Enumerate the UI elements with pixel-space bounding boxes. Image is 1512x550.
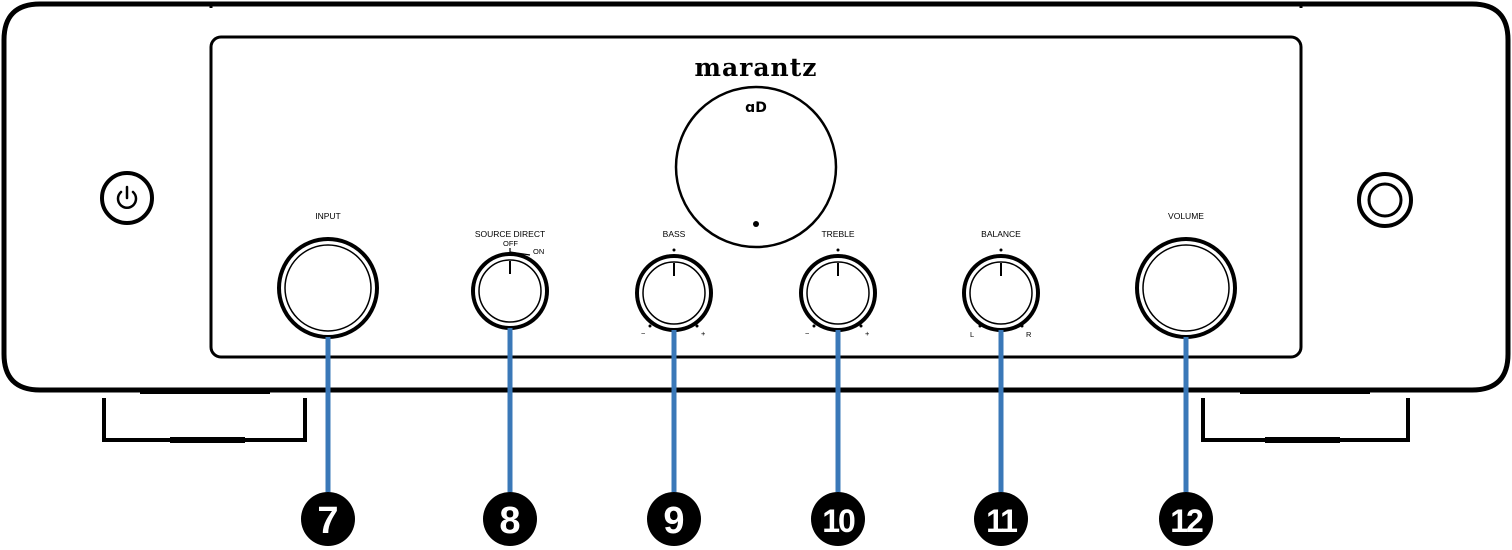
- treble-minus-label: −: [805, 329, 810, 338]
- callout-12-number: 12: [1170, 503, 1203, 539]
- balance-knob[interactable]: [962, 254, 1040, 332]
- source-direct-label: SOURCE DIRECT: [475, 229, 545, 239]
- callout-9-number: 9: [663, 500, 684, 542]
- treble-min-dot: [812, 324, 816, 328]
- treble-control: TREBLE − +: [799, 229, 877, 338]
- bass-min-dot: [648, 324, 652, 328]
- callout-7: 7: [301, 492, 355, 546]
- input-control: INPUT: [277, 211, 379, 339]
- callout-7-number: 7: [317, 500, 338, 542]
- bass-max-dot: [695, 324, 699, 328]
- callout-9: 9: [647, 492, 701, 546]
- source-direct-knob[interactable]: [471, 252, 549, 330]
- display-window: [674, 85, 838, 249]
- treble-label: TREBLE: [821, 229, 854, 239]
- balance-label: BALANCE: [981, 229, 1021, 239]
- remote-sensor: [753, 221, 759, 227]
- volume-knob[interactable]: [1135, 237, 1237, 339]
- bass-label: BASS: [663, 229, 686, 239]
- treble-plus-label: +: [865, 329, 870, 338]
- callout-10: 10: [811, 492, 865, 546]
- callout-10-number: 10: [822, 503, 855, 539]
- treble-max-dot: [859, 324, 863, 328]
- brand-logo: marantz: [695, 53, 818, 82]
- volume-control: VOLUME: [1135, 211, 1237, 339]
- balance-control: BALANCE L R: [962, 229, 1040, 339]
- bass-minus-label: −: [641, 329, 646, 338]
- volume-label: VOLUME: [1168, 211, 1204, 221]
- bass-plus-label: +: [701, 329, 706, 338]
- balance-right-label: R: [1026, 330, 1032, 339]
- bass-center-dot: [672, 248, 676, 252]
- callout-8-number: 8: [499, 500, 520, 542]
- source-direct-off-label: OFF: [503, 239, 518, 248]
- balance-left-dot: [978, 324, 982, 328]
- callout-8: 8: [483, 492, 537, 546]
- foot-left: [102, 388, 307, 443]
- treble-center-dot: [836, 248, 840, 252]
- balance-right-dot: [1020, 324, 1024, 328]
- input-label: INPUT: [315, 211, 341, 221]
- power-icon: [116, 185, 138, 209]
- treble-knob[interactable]: [799, 254, 877, 332]
- source-direct-control: SOURCE DIRECT OFF ON: [471, 229, 549, 330]
- bass-control: BASS − +: [635, 229, 713, 338]
- bass-knob[interactable]: [635, 254, 713, 332]
- callout-11-number: 11: [986, 503, 1017, 539]
- source-direct-on-label: ON: [533, 247, 544, 256]
- balance-center-dot: [999, 248, 1003, 252]
- input-knob[interactable]: [277, 237, 379, 339]
- balance-left-label: L: [970, 330, 974, 339]
- foot-right: [1201, 388, 1410, 443]
- leader-lines: [325, 328, 1189, 492]
- callout-12: 12: [1159, 492, 1213, 546]
- display-mark: ɑD: [745, 100, 767, 116]
- callout-11: 11: [974, 492, 1028, 546]
- power-button[interactable]: [100, 171, 154, 225]
- headphone-jack-icon[interactable]: [1357, 172, 1413, 228]
